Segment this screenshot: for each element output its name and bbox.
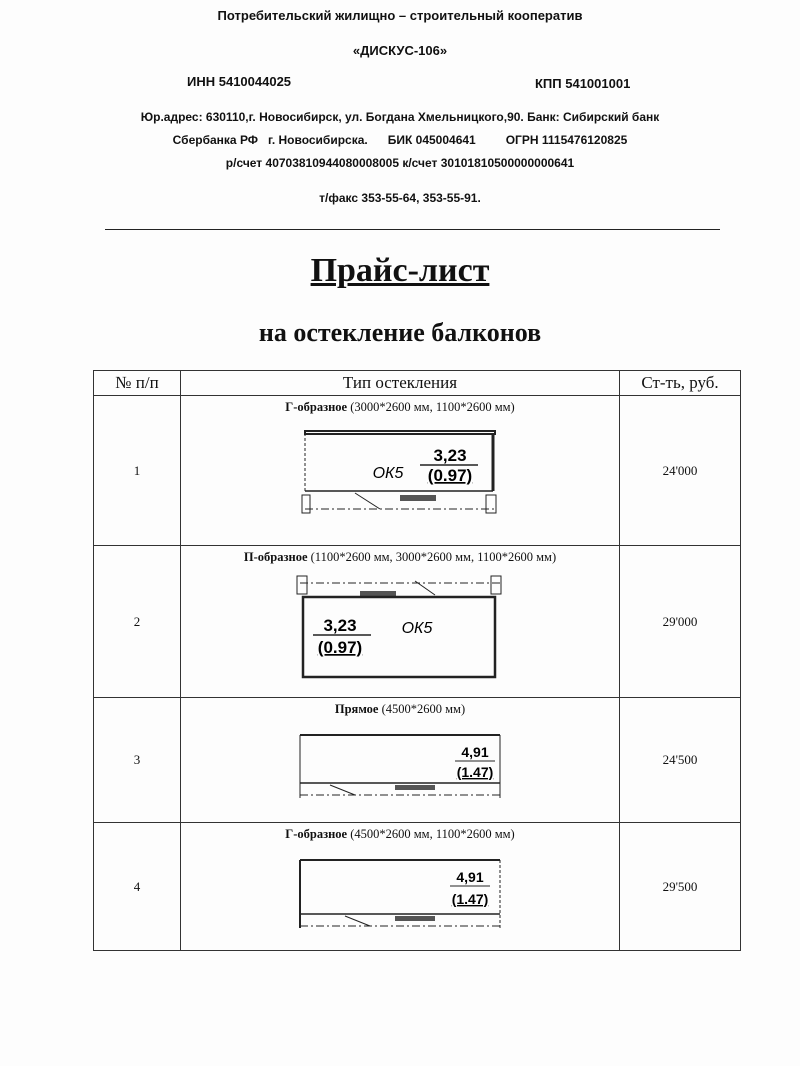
divider [105, 229, 720, 230]
area2-value: (1.47) [452, 891, 489, 907]
table-header: № п/п Тип остекления Ст-ть, руб. [93, 370, 741, 396]
type-name: Г-образное [285, 400, 348, 414]
org-name: «ДИСКУС-106» [352, 43, 448, 58]
row-number: 1 [93, 395, 181, 546]
accounts: р/счет 40703810944080008005 к/счет 30101… [225, 156, 575, 170]
room-label: ОК5 [402, 620, 433, 637]
type-dims: (3000*2600 мм, 1100*2600 мм) [350, 400, 515, 414]
glazing-type: П-образное (1100*2600 мм, 3000*2600 мм, … [181, 550, 619, 565]
area2-value: (1.47) [457, 764, 494, 780]
area-value: 3,23 [323, 616, 356, 635]
table-row: 3 Прямое (4500*2600 мм) 4,91 (1.47) 24'5… [93, 697, 741, 823]
table-row: 2 П-образное (1100*2600 мм, 3000*2600 мм… [93, 545, 741, 698]
price-table: № п/п Тип остекления Ст-ть, руб. 1 Г-обр… [93, 370, 741, 951]
type-name: Прямое [334, 702, 379, 716]
area2-value: (0.97) [428, 466, 472, 485]
price: 29'500 [619, 822, 741, 951]
area-value: 4,91 [456, 869, 483, 885]
balcony-plan-drawing: 4,91 (1.47) [299, 734, 501, 798]
row-number: 2 [93, 545, 181, 698]
document-title: Прайс-лист [310, 252, 490, 289]
price: 29'000 [619, 545, 741, 698]
type-name: Г-образное [285, 827, 348, 841]
document-subtitle: на остекление балконов [258, 318, 542, 347]
balcony-plan-drawing: 3,23 (0.97) ОК5 [296, 575, 502, 679]
bank-details: Сбербанка РФ г. Новосибирска. БИК 045004… [172, 133, 628, 147]
type-dims: (4500*2600 мм) [381, 702, 466, 716]
table-row: 1 Г-образное (3000*2600 мм, 1100*2600 мм… [93, 395, 741, 546]
legal-address: Юр.адрес: 630110,г. Новосибирск, ул. Бог… [140, 110, 660, 124]
type-name: П-образное [243, 550, 308, 564]
balcony-plan-drawing: 3,23 (0.97) ОК5 [301, 430, 497, 514]
col-type: Тип остекления [180, 370, 620, 396]
price: 24'000 [619, 395, 741, 546]
org-type: Потребительский жилищно – строительный к… [217, 8, 583, 23]
glazing-type: Прямое (4500*2600 мм) [181, 702, 619, 717]
type-dims: (1100*2600 мм, 3000*2600 мм, 1100*2600 м… [310, 550, 557, 564]
col-number: № п/п [93, 370, 181, 396]
inn: ИНН 5410044025 [187, 74, 292, 89]
balcony-plan-drawing: 4,91 (1.47) [299, 859, 501, 928]
row-number: 4 [93, 822, 181, 951]
col-price: Ст-ть, руб. [619, 370, 741, 396]
area-value: 4,91 [461, 744, 488, 760]
phone-fax: т/факс 353-55-64, 353-55-91. [319, 191, 481, 205]
table-row: 4 Г-образное (4500*2600 мм, 1100*2600 мм… [93, 822, 741, 951]
type-dims: (4500*2600 мм, 1100*2600 мм) [350, 827, 515, 841]
area-value: 3,23 [433, 446, 466, 465]
price: 24'500 [619, 697, 741, 823]
area2-value: (0.97) [318, 638, 362, 657]
kpp: КПП 541001001 [535, 76, 631, 91]
glazing-type: Г-образное (4500*2600 мм, 1100*2600 мм) [181, 827, 619, 842]
room-label: ОК5 [373, 465, 404, 482]
glazing-type: Г-образное (3000*2600 мм, 1100*2600 мм) [181, 400, 619, 415]
row-number: 3 [93, 697, 181, 823]
